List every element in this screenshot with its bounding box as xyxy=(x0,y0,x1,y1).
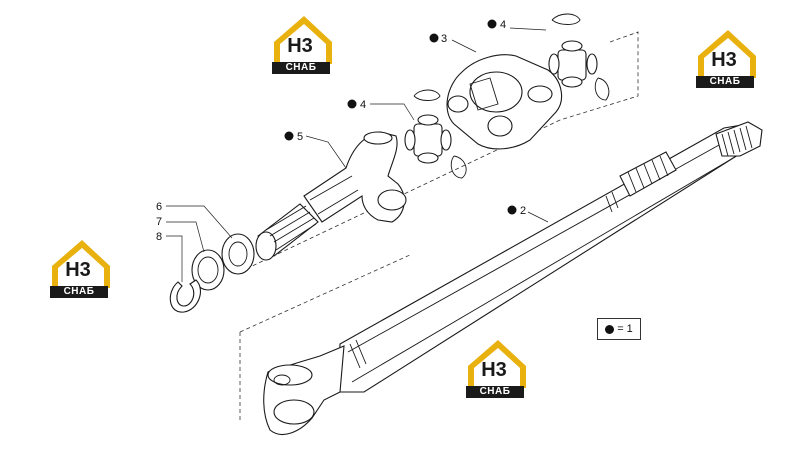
watermark-logo-bottom: H3 СНАБ xyxy=(464,336,530,402)
watermark-logo-top-left: H3 СНАБ xyxy=(270,12,336,78)
watermark-logo-left: H3 СНАБ xyxy=(48,236,114,302)
callout-dot-3 xyxy=(429,33,439,43)
logo-text: СНАБ xyxy=(696,76,754,88)
splined-ring xyxy=(191,249,225,291)
logo-mark: H3 xyxy=(481,359,507,381)
callout-2: 2 xyxy=(520,205,526,217)
logo-mark: H3 xyxy=(65,259,91,281)
callout-dot-5 xyxy=(284,131,294,141)
logo-text: СНАБ xyxy=(50,286,108,298)
callout-4b: 4 xyxy=(360,99,366,111)
callout-6: 6 xyxy=(156,201,162,213)
house-roof-icon xyxy=(468,340,526,388)
stub-shaft-yoke xyxy=(255,131,407,261)
callout-5: 5 xyxy=(297,131,303,143)
house-roof-icon xyxy=(698,30,756,78)
coupling-housing xyxy=(446,54,563,150)
callout-dot-4a xyxy=(487,19,497,29)
callout-dot-4b xyxy=(347,99,357,109)
axle-shaft xyxy=(263,121,763,435)
logo-mark: H3 xyxy=(711,49,737,71)
callout-7: 7 xyxy=(156,216,162,228)
callout-8: 8 xyxy=(156,231,162,243)
circlip xyxy=(169,279,201,313)
leader-lines xyxy=(166,27,549,282)
legend-text: = 1 xyxy=(617,323,633,335)
callout-4a: 4 xyxy=(500,19,506,31)
legend: = 1 xyxy=(597,318,641,340)
house-roof-icon xyxy=(52,240,110,288)
universal-joint-cross-lower xyxy=(404,89,467,179)
universal-joint-cross-upper xyxy=(548,13,610,101)
house-roof-icon xyxy=(274,16,332,64)
logo-text: СНАБ xyxy=(466,386,524,398)
legend-dot-icon xyxy=(605,324,615,334)
assembly-outline xyxy=(239,31,639,420)
watermark-logo-top-right: H3 СНАБ xyxy=(694,26,760,92)
logo-mark: H3 xyxy=(287,35,313,57)
callout-dot-2 xyxy=(507,205,517,215)
callout-3: 3 xyxy=(441,33,447,45)
logo-text: СНАБ xyxy=(272,62,330,74)
spacer-washer xyxy=(221,233,255,275)
